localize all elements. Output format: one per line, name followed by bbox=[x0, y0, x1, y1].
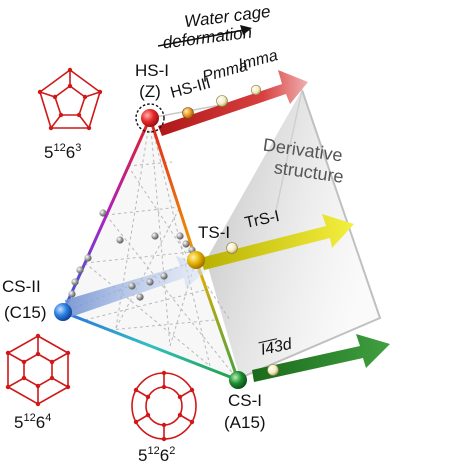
prism-ghost-edges bbox=[239, 89, 382, 379]
prism-ghost-edge-back bbox=[274, 89, 303, 216]
imma-sphere bbox=[250, 84, 262, 96]
header-arrow bbox=[157, 25, 252, 47]
hs1-label: HS-I bbox=[135, 61, 169, 80]
cage-formula-bottom: 51262 bbox=[138, 445, 175, 465]
cage-icon-bottom bbox=[131, 370, 197, 442]
cs1-sphere bbox=[229, 371, 247, 389]
cs1-code: (A15) bbox=[224, 413, 266, 432]
yellow-arrow bbox=[200, 214, 354, 270]
cs2-code: (C15) bbox=[4, 303, 47, 322]
cage-formula-top: 51263 bbox=[44, 142, 81, 162]
hs1-code: (Z) bbox=[139, 82, 161, 101]
pmma-sphere bbox=[216, 95, 228, 107]
intermediate-spheres bbox=[68, 209, 196, 301]
cage-icon-left bbox=[5, 333, 71, 407]
ts1-label: TS-I bbox=[198, 223, 230, 242]
tetra-face-fill bbox=[63, 118, 238, 380]
trs1-sphere bbox=[226, 242, 238, 254]
imma-label: Imma bbox=[237, 47, 280, 74]
hs3-sphere bbox=[182, 107, 194, 119]
prism-shadow-face bbox=[206, 90, 380, 378]
blue-arrow bbox=[65, 256, 210, 318]
hs1-sphere bbox=[141, 109, 159, 127]
cage-icon-top bbox=[37, 67, 103, 131]
header-title-line2: deformation bbox=[162, 23, 253, 53]
tetra-inner-grid bbox=[62, 117, 239, 381]
cs2-label: CS-II bbox=[2, 277, 41, 296]
hs1-dashed-ring bbox=[135, 103, 165, 133]
cs1-label: CS-I bbox=[228, 391, 262, 410]
cage-formula-left: 51264 bbox=[14, 412, 51, 432]
cs2-sphere bbox=[54, 303, 72, 321]
i43d-sphere bbox=[267, 364, 279, 376]
green-arrow bbox=[252, 334, 390, 382]
trs1-label: TrS-I bbox=[243, 208, 281, 232]
ts1-sphere bbox=[187, 251, 205, 269]
red-arrow bbox=[158, 70, 308, 136]
